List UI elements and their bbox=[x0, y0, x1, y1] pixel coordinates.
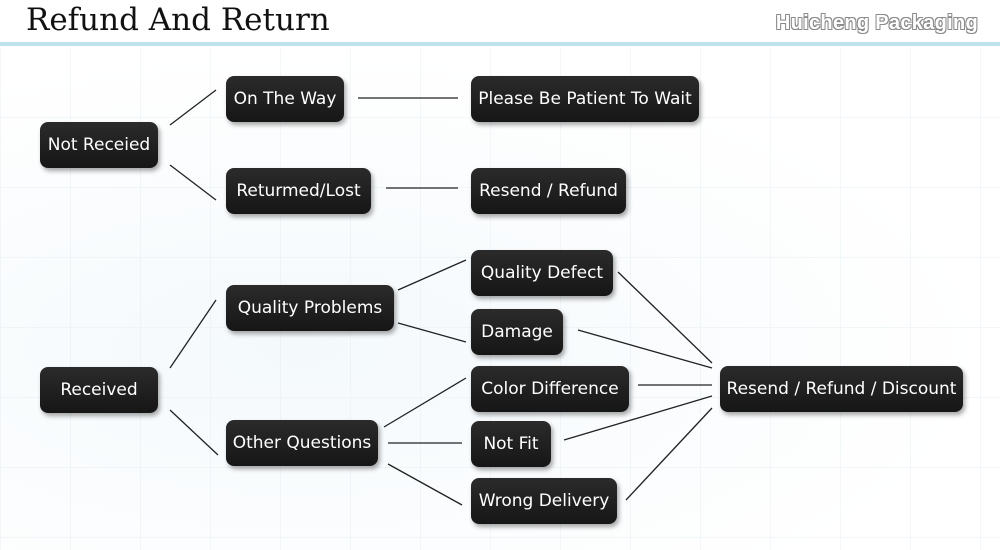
header-divider bbox=[0, 42, 1000, 46]
link-notreceived-returned bbox=[169, 164, 217, 201]
node-label: Wrong Delivery bbox=[478, 491, 610, 511]
node-resend-refund-discount: Resend / Refund / Discount bbox=[720, 366, 963, 412]
node-label: Resend / Refund / Discount bbox=[726, 379, 957, 399]
node-wrong-delivery: Wrong Delivery bbox=[471, 478, 617, 524]
link-quality-damage bbox=[397, 322, 467, 343]
header: Refund And Return Huicheng Packaging bbox=[0, 0, 1000, 48]
node-label: Other Questions bbox=[232, 433, 372, 453]
link-other-color bbox=[383, 377, 467, 428]
link-damage-final bbox=[577, 329, 713, 369]
node-label: Returmed/Lost bbox=[236, 181, 361, 201]
node-received: Received bbox=[40, 367, 158, 413]
node-label: Quality Defect bbox=[480, 263, 604, 283]
brand-logo-text: Huicheng Packaging bbox=[775, 12, 978, 34]
link-received-other bbox=[169, 409, 219, 456]
link-defect-final bbox=[617, 271, 713, 364]
node-damage: Damage bbox=[471, 309, 563, 355]
node-label: Damage bbox=[481, 322, 553, 342]
node-label: Received bbox=[60, 380, 138, 400]
page-title: Refund And Return bbox=[26, 2, 330, 38]
link-notfit-final bbox=[563, 395, 713, 441]
node-label: Color Difference bbox=[481, 379, 619, 399]
node-other-questions: Other Questions bbox=[226, 420, 378, 466]
node-label: Resend / Refund bbox=[479, 181, 618, 201]
link-received-quality bbox=[169, 299, 217, 369]
node-on-the-way: On The Way bbox=[226, 76, 344, 122]
link-other-wrong bbox=[387, 463, 463, 506]
node-quality-problems: Quality Problems bbox=[226, 285, 394, 331]
node-not-received: Not Receied bbox=[40, 122, 158, 168]
node-label: Please Be Patient To Wait bbox=[478, 89, 692, 109]
node-label: On The Way bbox=[233, 89, 337, 109]
link-quality-defect bbox=[397, 259, 467, 291]
node-label: Not Fit bbox=[483, 434, 539, 454]
node-please-wait: Please Be Patient To Wait bbox=[471, 76, 699, 122]
node-returned-lost: Returmed/Lost bbox=[226, 168, 371, 214]
node-quality-defect: Quality Defect bbox=[471, 250, 613, 296]
node-color-difference: Color Difference bbox=[471, 366, 629, 412]
link-notreceived-ontheway bbox=[169, 89, 217, 126]
node-label: Quality Problems bbox=[237, 298, 383, 318]
node-label: Not Receied bbox=[47, 135, 151, 155]
node-resend-refund: Resend / Refund bbox=[471, 168, 626, 214]
node-not-fit: Not Fit bbox=[471, 421, 551, 467]
link-wrong-final bbox=[625, 407, 713, 501]
